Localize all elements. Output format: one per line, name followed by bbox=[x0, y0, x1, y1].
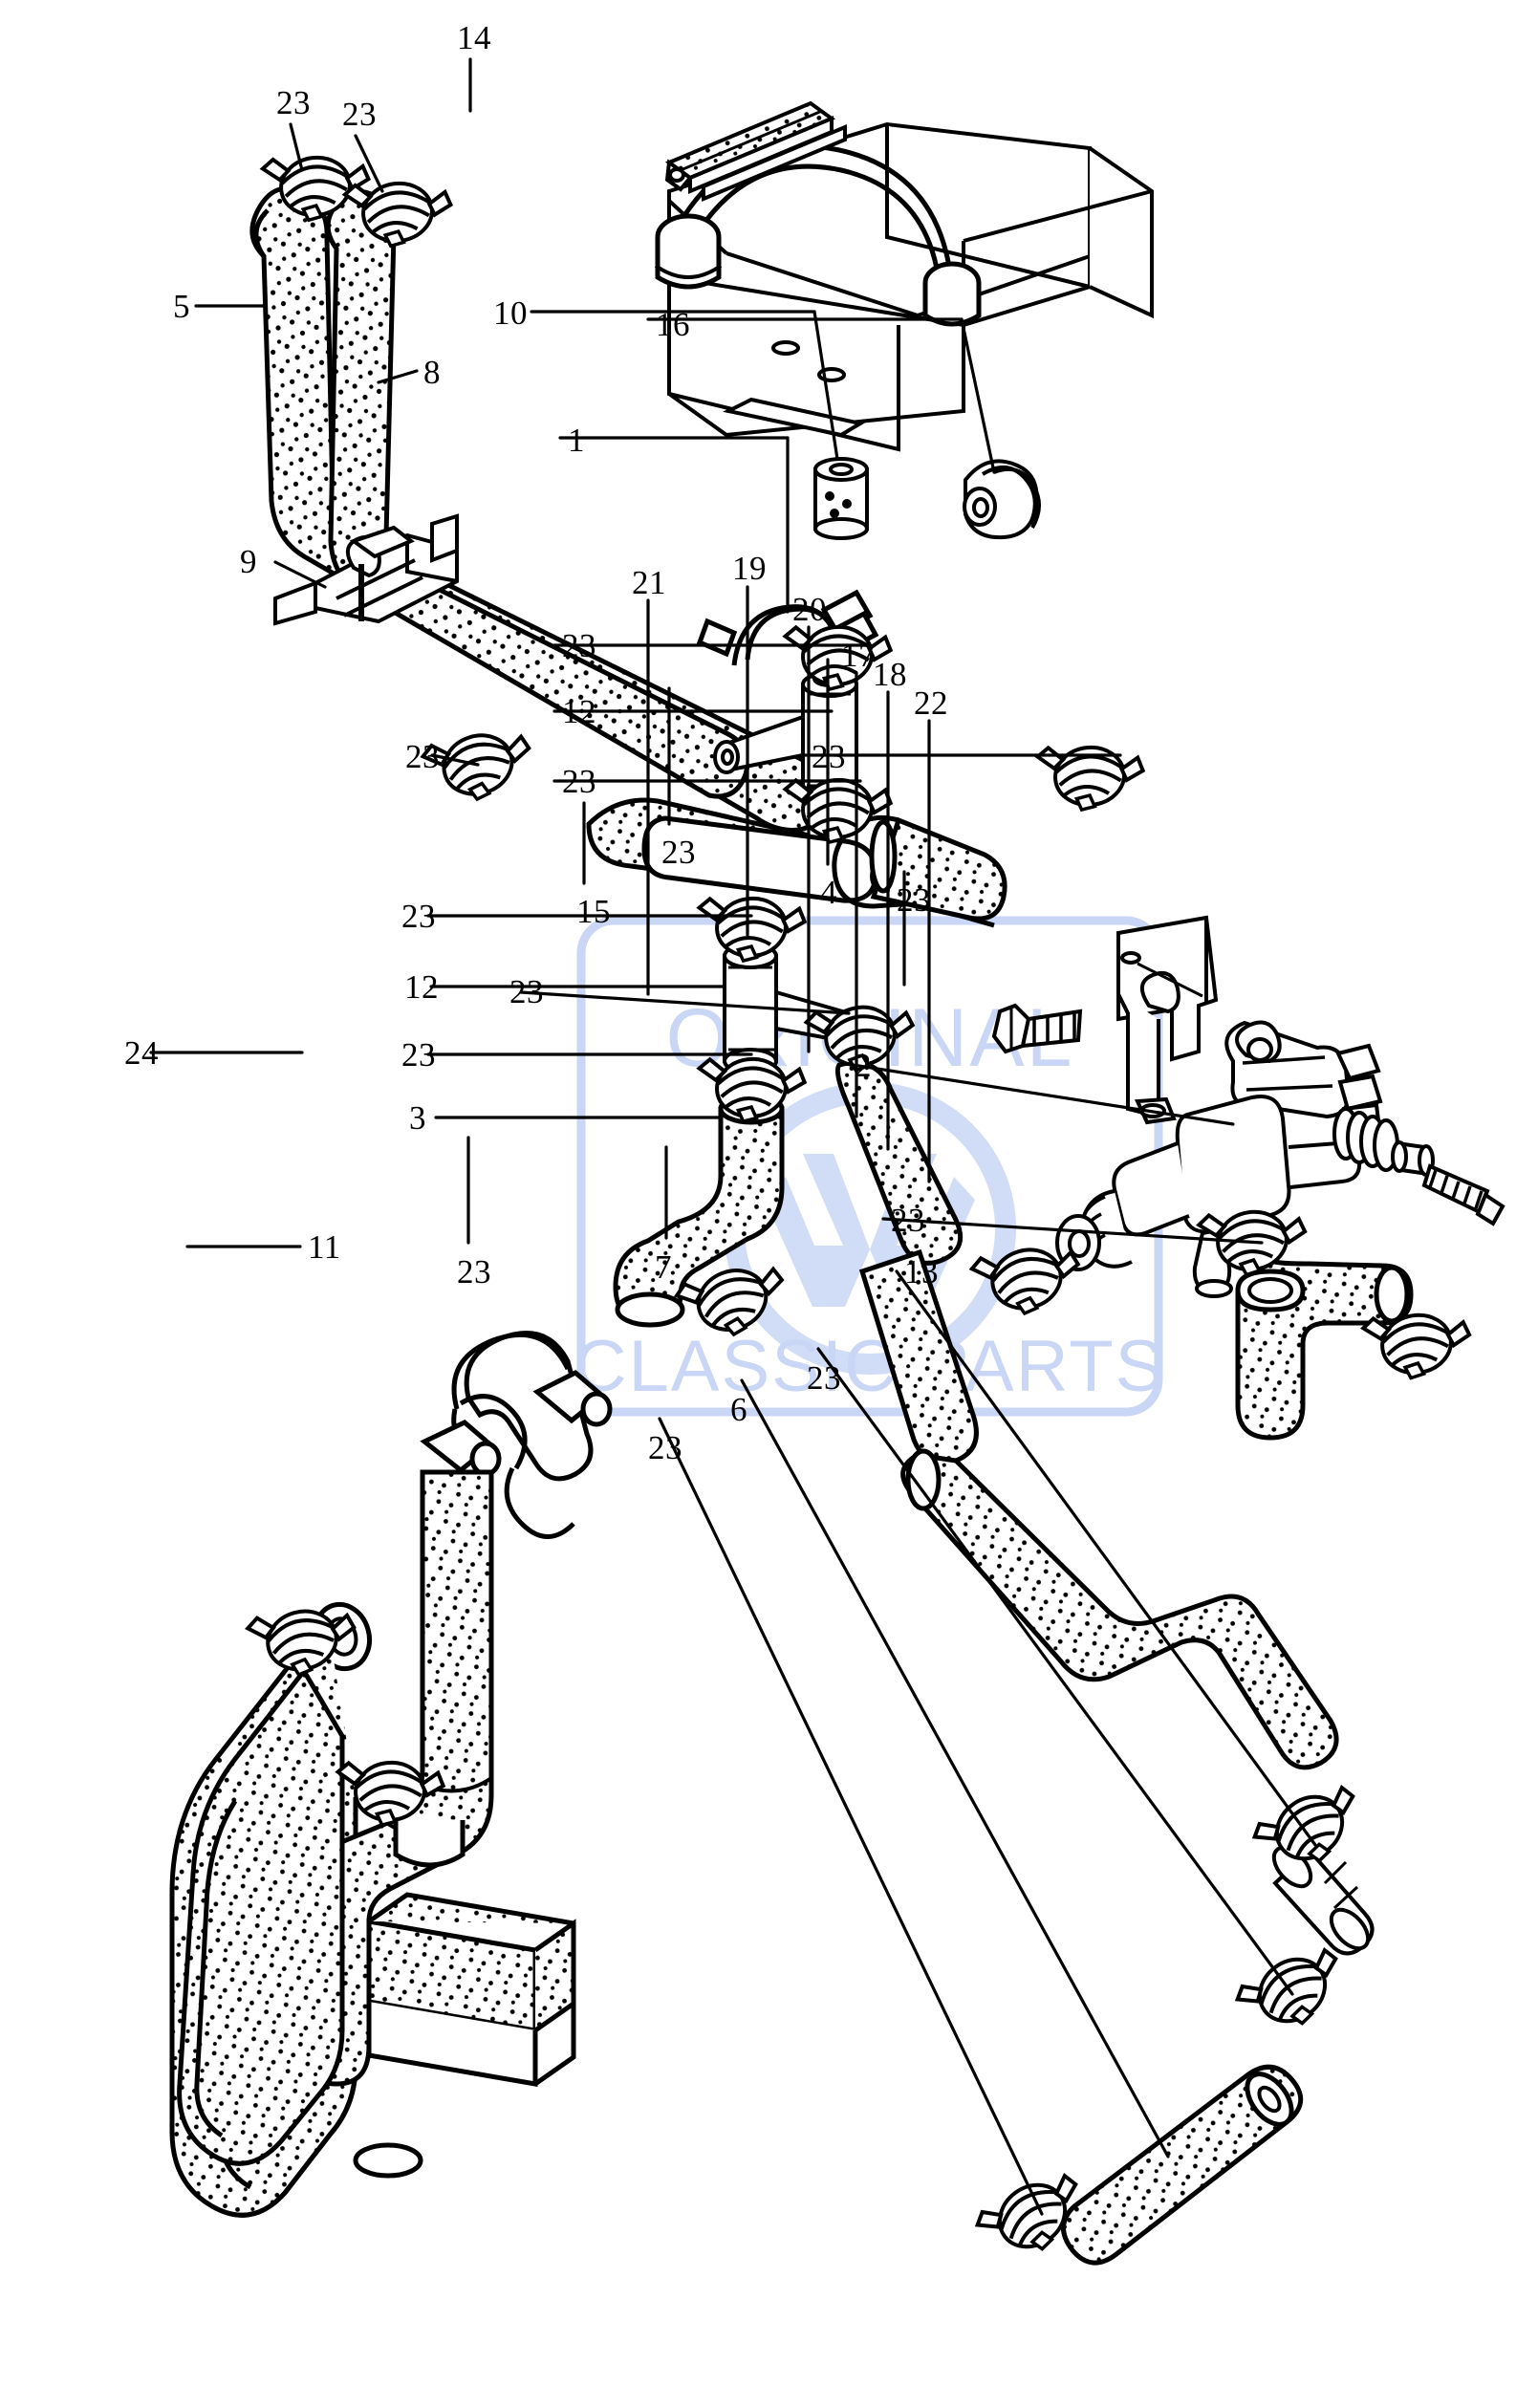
part-19-mounting-bracket bbox=[1116, 915, 1219, 1125]
callout-23-m: 23 bbox=[891, 1202, 925, 1239]
part-4-coolant-hose bbox=[1235, 1254, 1414, 1441]
callout-17: 17 bbox=[841, 637, 876, 674]
callout-23-a: 23 bbox=[276, 84, 311, 121]
callout-12-a: 12 bbox=[562, 693, 596, 730]
callout-15: 15 bbox=[576, 893, 611, 930]
callout-7: 7 bbox=[655, 1248, 672, 1286]
callout-24: 24 bbox=[124, 1034, 159, 1072]
callout-2: 2 bbox=[855, 1047, 872, 1084]
callout-5: 5 bbox=[173, 288, 190, 325]
callout-6: 6 bbox=[730, 1391, 747, 1428]
callout-13: 13 bbox=[904, 1253, 939, 1291]
callout-14: 14 bbox=[457, 19, 491, 56]
callout-23-k: 23 bbox=[401, 1036, 436, 1074]
spring-clamp bbox=[696, 887, 811, 967]
spring-clamp bbox=[696, 1048, 811, 1128]
callout-22: 22 bbox=[914, 684, 948, 722]
part-11-long-hose bbox=[177, 1666, 345, 2166]
part-6-rubber-sleeve bbox=[1061, 2064, 1304, 2266]
heater-valve-body bbox=[1055, 1095, 1362, 1298]
part-22-screw bbox=[1421, 1163, 1505, 1226]
callout-10: 10 bbox=[493, 294, 528, 332]
callout-23-d: 23 bbox=[405, 738, 440, 775]
callout-1: 1 bbox=[568, 422, 585, 459]
callout-23-i: 23 bbox=[401, 898, 436, 935]
spring-clamp bbox=[1034, 736, 1149, 816]
callout-23-n: 23 bbox=[807, 1359, 841, 1397]
callout-23-e: 23 bbox=[562, 763, 596, 800]
callout-23-g: 23 bbox=[661, 834, 696, 871]
callout-23-h: 23 bbox=[897, 881, 931, 919]
part-14-seal-strip bbox=[664, 100, 847, 203]
callout-23-f: 23 bbox=[812, 738, 846, 775]
callout-23-l: 23 bbox=[457, 1253, 491, 1291]
callout-20: 20 bbox=[792, 591, 827, 628]
callout-9: 9 bbox=[240, 543, 257, 580]
callout-23-j: 23 bbox=[509, 973, 544, 1010]
callout-12-b: 12 bbox=[404, 968, 439, 1006]
callout-8: 8 bbox=[423, 354, 441, 391]
part-10-grommet bbox=[813, 457, 869, 540]
callout-18: 18 bbox=[873, 656, 907, 693]
callout-4: 4 bbox=[820, 874, 837, 911]
callout-23-o: 23 bbox=[648, 1429, 682, 1466]
part-21-hex-bolt bbox=[991, 1003, 1083, 1054]
part-9-hose-bracket bbox=[273, 513, 459, 626]
part-16-rubber-bushing bbox=[963, 459, 1041, 540]
part-11-manifold-body bbox=[301, 1469, 576, 2087]
heater-core-arch bbox=[654, 143, 982, 327]
part-7-coolant-hose bbox=[834, 1060, 1339, 1770]
callout-16: 16 bbox=[656, 306, 690, 343]
callout-19: 19 bbox=[732, 550, 767, 587]
callout-23-b: 23 bbox=[342, 96, 377, 133]
callout-3: 3 bbox=[409, 1099, 426, 1137]
callout-23-c: 23 bbox=[562, 627, 596, 664]
callout-11: 11 bbox=[308, 1228, 341, 1266]
part-18-sleeve bbox=[1391, 1140, 1435, 1177]
leader-lines bbox=[149, 57, 1317, 2216]
callout-21: 21 bbox=[632, 564, 666, 601]
